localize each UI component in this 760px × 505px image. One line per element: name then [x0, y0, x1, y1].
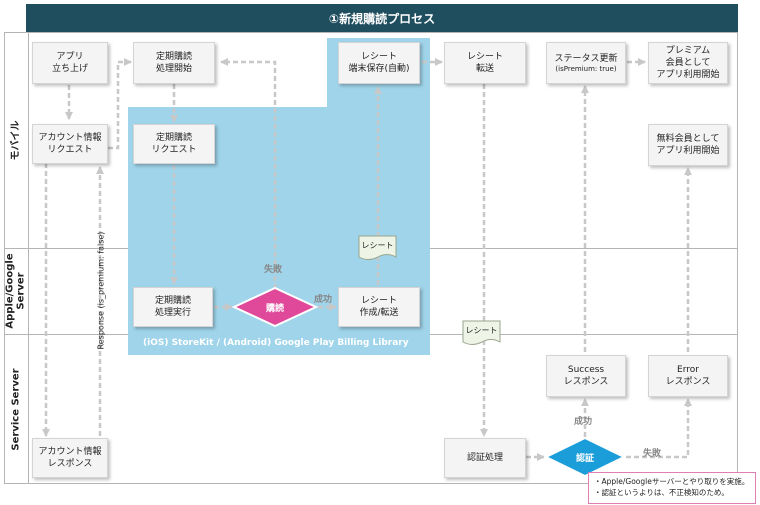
library-label: (iOS) StoreKit / (Android) Google Play B… — [143, 338, 409, 348]
purchase-success-label: 成功 — [314, 295, 333, 305]
premium-start-node: プレミアム 会員として アプリ利用開始 — [648, 42, 728, 84]
receipt-save-node: レシート 端末保存(自動) — [338, 42, 420, 84]
status-update-label: ステータス更新 — [554, 53, 618, 64]
purchase-fail-label: 失敗 — [264, 265, 283, 275]
account-response-node: アカウント情報 レスポンス — [32, 438, 108, 478]
auth-note-line-1: ・Apple/Googleサーバーとやり取りを実施。 — [594, 477, 750, 486]
subscription-exec-node: 定期購読 処理実行 — [133, 287, 213, 327]
purchase-decision-diamond — [231, 286, 319, 328]
auth-note-line-2: ・認証というよりは、不正検知のため。 — [594, 488, 729, 497]
process-title: ①新規購読プロセス — [26, 4, 738, 32]
diagram-frame — [4, 32, 738, 484]
auth-note: ・Apple/Googleサーバーとやり取りを実施。 ・認証というよりは、不正検… — [588, 472, 756, 504]
receipt-create-node: レシート 作成/転送 — [338, 287, 420, 327]
auth-decision-label: 認証 — [575, 453, 594, 464]
receipt-doc-label-2: レシート — [465, 325, 498, 335]
app-launch-node: アプリ 立ち上げ — [32, 42, 108, 84]
free-start-node: 無料会員として アプリ利用開始 — [648, 124, 728, 166]
lane-header-column — [4, 32, 29, 484]
receipt-doc-label-1: レシート — [361, 240, 394, 250]
auth-decision-diamond — [543, 436, 627, 478]
auth-fail-label: 失敗 — [643, 449, 662, 459]
status-update-sublabel: (isPremium: true) — [555, 64, 617, 73]
subscription-start-node: 定期購読 処理開始 — [133, 42, 215, 84]
purchase-decision-label: 購読 — [265, 303, 284, 314]
subscription-request-node: 定期購読 リクエスト — [133, 124, 215, 164]
error-response-node: Error レスポンス — [648, 355, 728, 397]
account-request-node: アカウント情報 リクエスト — [32, 124, 108, 164]
receipt-doc-shape-2 — [462, 320, 501, 345]
receipt-forward-node: レシート 転送 — [444, 42, 526, 84]
auth-success-label: 成功 — [574, 417, 593, 427]
auth-process-node: 認証処理 — [444, 438, 526, 478]
receipt-doc-shape-1 — [358, 235, 397, 260]
status-update-node: ステータス更新 (isPremium: true) — [546, 42, 626, 84]
response-label: Response (is_premium: false) — [96, 231, 106, 350]
success-response-node: Success レスポンス — [546, 355, 626, 397]
